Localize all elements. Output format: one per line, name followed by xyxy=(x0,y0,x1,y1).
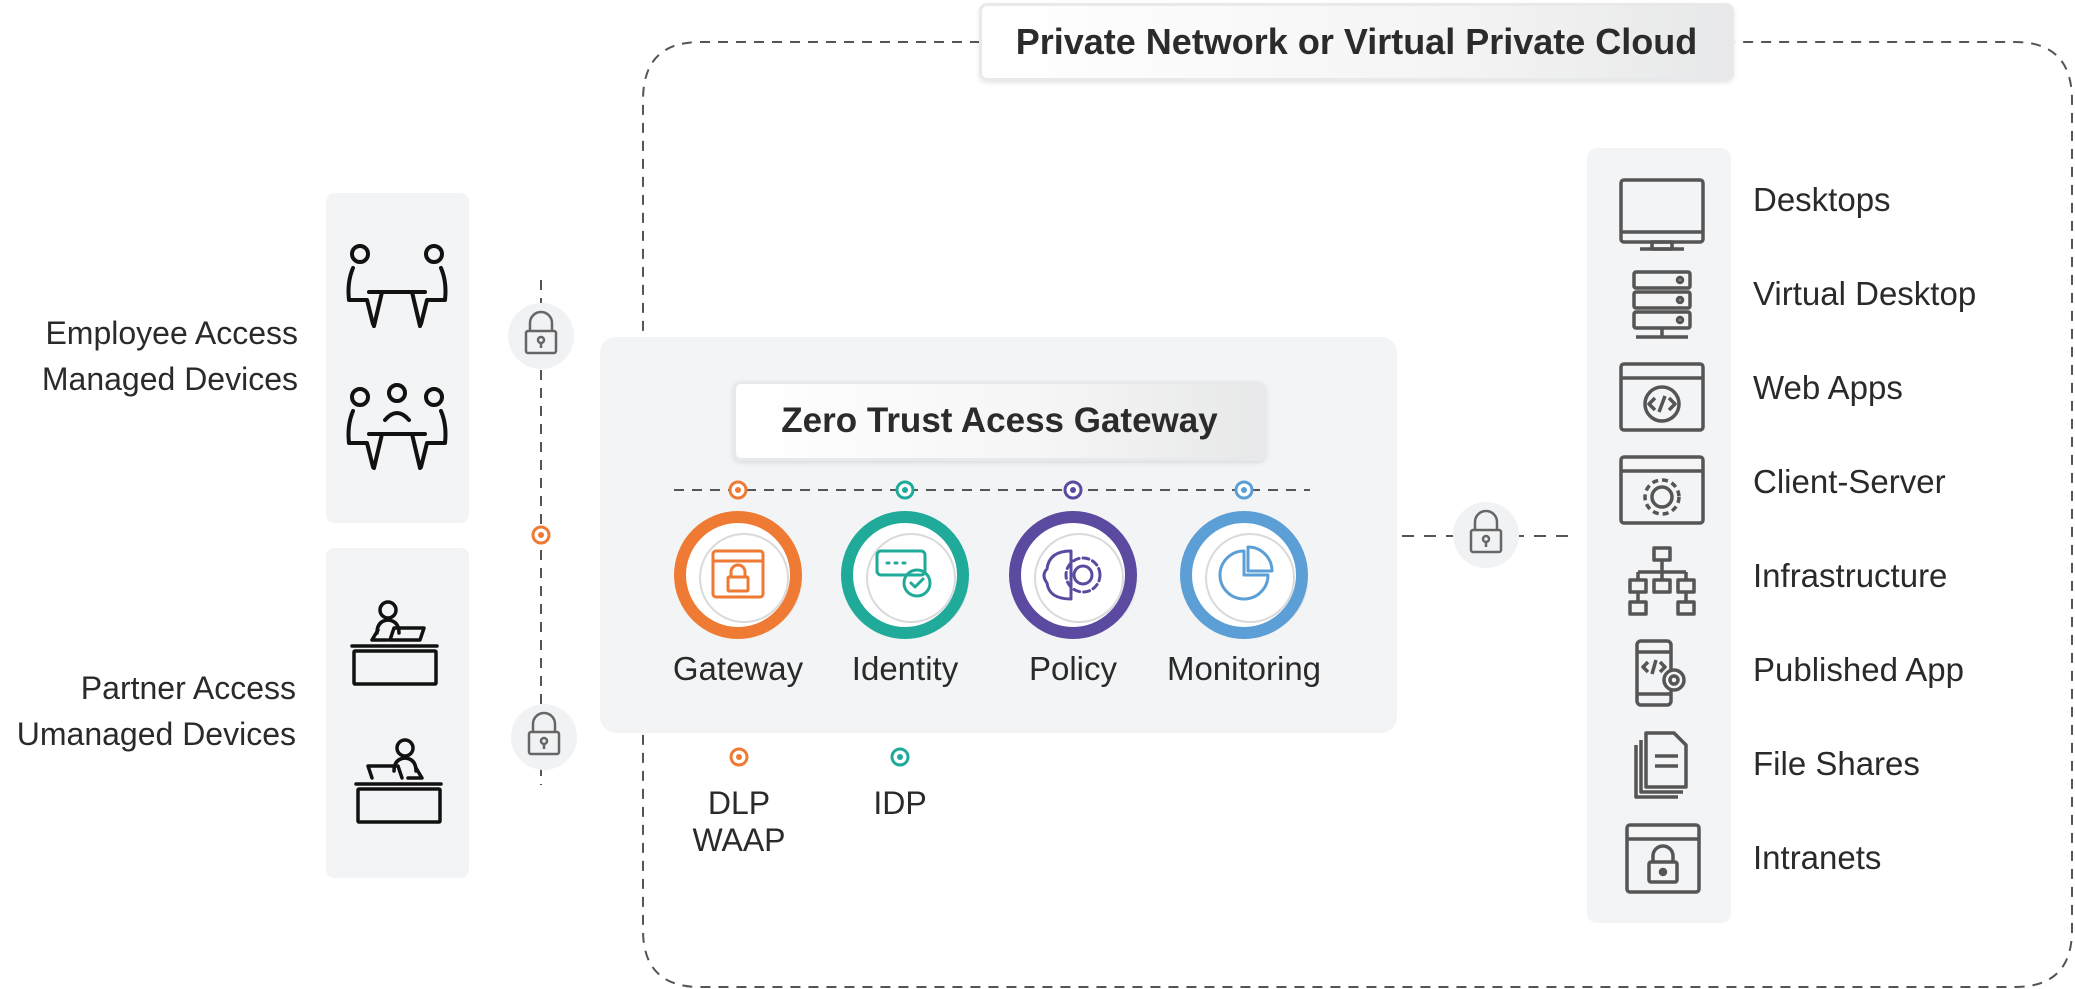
employee-access-label: Employee Access Managed Devices xyxy=(0,310,298,402)
connector-dot-monitoring xyxy=(1234,480,1254,500)
employee-access-line2: Managed Devices xyxy=(41,361,298,397)
service-label-infrastructure: Infrastructure xyxy=(1753,557,1948,594)
monitor-icon xyxy=(1619,178,1705,251)
browser-gear-icon xyxy=(1619,455,1705,525)
browser-lock-icon xyxy=(1625,823,1701,894)
gateway-title: Zero Trust Acess Gateway xyxy=(733,381,1266,461)
component-ring-identity xyxy=(841,511,969,639)
browser-code-icon xyxy=(1619,362,1705,432)
extra-dlp-label: DLP xyxy=(707,785,771,821)
services-panel xyxy=(1587,148,1731,923)
service-label-desktops: Desktops xyxy=(1753,181,1891,218)
extra-dot-dlp xyxy=(729,747,749,767)
employee-access-line1: Employee Access xyxy=(45,315,298,351)
service-label-web-apps: Web Apps xyxy=(1753,369,1903,406)
cloud-title-text: Private Network or Virtual Private Cloud xyxy=(1015,21,1698,62)
service-label-file-shares: File Shares xyxy=(1753,745,1920,782)
lock-icon xyxy=(1469,509,1503,554)
browser-lock-icon xyxy=(711,549,765,599)
component-label-identity: Identity xyxy=(851,650,959,687)
partner-access-line2: Umanaged Devices xyxy=(16,716,296,752)
lock-icon xyxy=(527,711,561,756)
extra-waap-label: WAAP xyxy=(692,822,786,858)
pie-chart-icon xyxy=(1218,545,1274,601)
partner-devices-panel xyxy=(326,548,469,878)
service-label-virtual-desktop: Virtual Desktop xyxy=(1753,275,1977,312)
documents-icon xyxy=(1634,731,1688,799)
phone-code-icon xyxy=(1635,639,1686,707)
component-label-policy: Policy xyxy=(1028,650,1118,687)
service-label-client-server: Client-Server xyxy=(1753,463,1946,500)
component-label-gateway: Gateway xyxy=(672,650,804,687)
brain-gear-icon xyxy=(1042,549,1102,601)
hierarchy-icon xyxy=(1628,546,1696,616)
extra-idp-label: IDP xyxy=(873,785,927,821)
partner-access-label: Partner Access Umanaged Devices xyxy=(0,665,296,757)
group-meeting-icon xyxy=(346,383,448,470)
two-people-meeting-icon xyxy=(346,244,448,328)
cloud-boundary xyxy=(642,41,2073,988)
component-ring-policy xyxy=(1009,511,1137,639)
person-laptop-desk-icon xyxy=(350,600,439,686)
service-label-published-app: Published App xyxy=(1753,651,1965,688)
employee-devices-panel xyxy=(326,193,469,523)
extra-dlp-waap: DLP WAAP xyxy=(669,785,809,859)
component-label-monitoring: Monitoring xyxy=(1166,650,1322,687)
cloud-title: Private Network or Virtual Private Cloud xyxy=(979,3,1734,81)
service-label-intranets: Intranets xyxy=(1753,839,1882,876)
server-stack-icon xyxy=(1632,270,1692,339)
connector-dot-policy xyxy=(1063,480,1083,500)
connector-dot-identity xyxy=(895,480,915,500)
extra-dot-idp xyxy=(890,747,910,767)
person-laptop-desk-icon xyxy=(354,738,443,824)
password-check-icon xyxy=(875,549,932,598)
connector-dot-gateway xyxy=(728,480,748,500)
partner-access-line1: Partner Access xyxy=(80,670,296,706)
gateway-title-text: Zero Trust Acess Gateway xyxy=(781,401,1218,440)
lock-icon xyxy=(524,310,558,355)
extra-idp: IDP xyxy=(830,785,970,822)
